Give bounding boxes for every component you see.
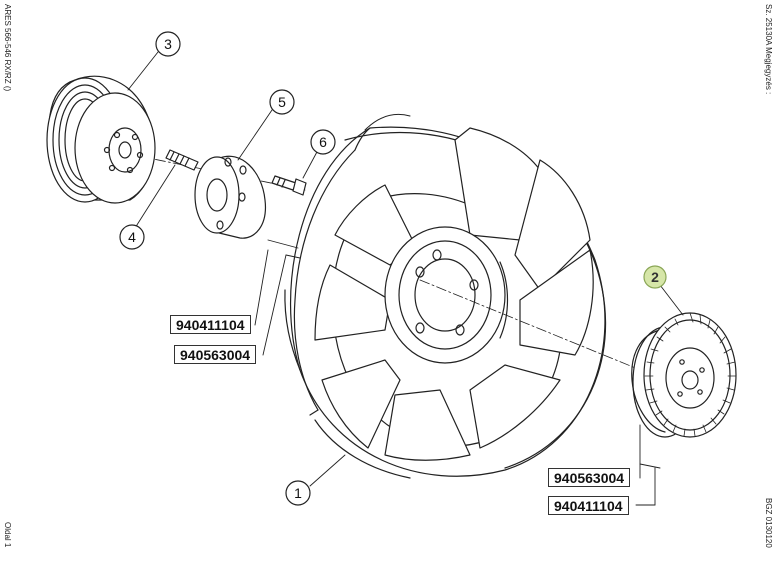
callout-6: 6 — [310, 129, 336, 155]
callout-4: 4 — [119, 224, 145, 250]
margin-left-top: ARES 566-546 RX/RZ () — [3, 4, 12, 92]
part-number-left-a: 940411104 — [170, 315, 251, 334]
callout-5: 5 — [269, 89, 295, 115]
margin-right-bottom: BGZ 0130120 — [764, 498, 773, 548]
margin-left-bottom: Oldal 1 — [3, 522, 12, 548]
center-axis — [419, 279, 661, 379]
callout-2-label: 2 — [651, 269, 659, 285]
margin-right-top: Sz. 25130A Megjegyzés : — [764, 4, 773, 95]
callout-1: 1 — [285, 480, 311, 506]
spacer — [194, 155, 267, 239]
part-number-left-b: 940563004 — [174, 345, 257, 364]
callout-1-label: 1 — [294, 485, 302, 501]
callout-5-label: 5 — [278, 94, 286, 110]
bolt — [271, 175, 307, 196]
viscous-coupling — [631, 312, 737, 438]
callout-3-label: 3 — [164, 36, 172, 52]
part-number-right-b: 940411104 — [548, 496, 629, 515]
callout-6-label: 6 — [319, 134, 327, 150]
callout-3: 3 — [155, 31, 181, 57]
fan-assembly — [284, 113, 607, 479]
callout-2: 2 — [643, 265, 667, 289]
callout-4-label: 4 — [128, 229, 136, 245]
stud — [165, 149, 199, 171]
leader-lines — [127, 51, 684, 506]
pulley — [46, 75, 156, 204]
part-number-right-a: 940563004 — [548, 468, 631, 487]
